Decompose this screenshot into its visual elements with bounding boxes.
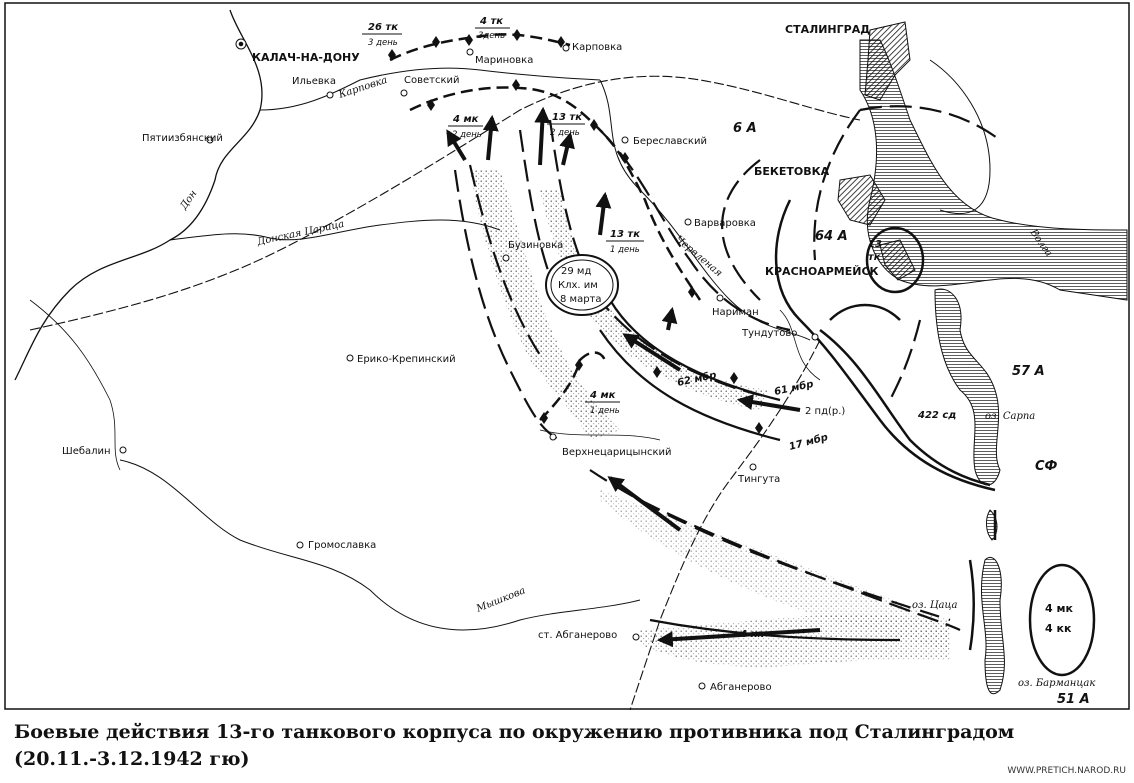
label-stalingrad: СТАЛИНГРАД [785,23,870,36]
tank-routes [389,33,702,421]
unit-tk26: 26 тк 3 день [362,22,402,48]
mk4a-top: 4 мк [452,114,479,125]
tk13a-bot: 2 день [550,128,580,138]
route-diamonds [388,29,763,434]
label-barmantsak: оз. Барманцак [1018,678,1095,689]
label-pyatiizbyansky: Пятиизбянский [142,133,223,144]
label-6a: 6 А [733,121,757,136]
label-ilyevka: Ильевка [292,76,336,87]
label-61mbr: 61 мбр [773,378,814,398]
label-422sd: 422 сд [917,410,956,421]
label-13tk-city-top: 13 [868,239,882,250]
don-river [14,9,263,381]
lakes [934,288,1005,695]
label-51a: 51 А [1057,692,1090,707]
operation-map: 29 мд Клх. им 8 марта 4 мк 4 кк СТАЛИНГР… [4,2,1130,711]
karpovka-river [259,67,601,111]
railway-1 [29,75,861,331]
tk13a-top: 13 тк [552,112,582,123]
map-caption: Боевые действия 13-го танкового корпуса … [14,719,1114,773]
label-karpovka: Карповка [572,42,622,53]
encircled-oval: 4 мк 4 кк [1028,563,1096,677]
tk26-top: 26 тк [368,22,398,33]
label-gromoslav: Громославка [308,540,376,551]
stream-1 [29,299,121,471]
label-verkhnetsaritsynsky: Верхнецарицынский [562,447,672,458]
donskaya-tsaritsa-river [169,219,501,241]
label-karpovka-river: Карповка [337,75,389,101]
md29-label-3: 8 марта [560,294,602,305]
unit-mk4a: 4 мк 2 день [448,114,483,140]
unit-mk4b: 4 мк 1 день [585,390,620,416]
label-17mbr: 17 мбр [788,431,829,453]
mk4b-bot: 1 день [590,406,620,416]
label-bereslavsky: Береславский [633,136,707,147]
caption-line-2: (20.11.-3.12.1942 гю) [14,748,250,770]
unit-tk13a: 13 тк 2 день [547,112,585,138]
label-krasnoarmeysk: КРАСНОАРМЕЙСК [765,265,879,278]
md29-label-2: Клх. им [558,280,598,291]
label-sovetsky: Советский [404,75,460,86]
label-13tk-city-bot: тк [868,252,881,263]
tk13-city-circle [865,226,925,294]
tk26-bot: 3 день [368,38,398,48]
label-sf: СФ [1035,459,1058,474]
enc-label-2: 4 кк [1045,622,1072,635]
map-frame [4,2,1130,710]
mk4b-top: 4 мк [589,390,616,401]
stalingrad-city [864,21,911,101]
label-abganerovo: Абганерово [710,682,772,693]
watermark: WWW.PRETICH.NAROD.RU [1007,766,1126,776]
attack-corridors [470,170,950,667]
label-57a: 57 А [1012,364,1045,379]
label-buzinovka: Бузиновка [508,240,563,251]
label-4kk: 4 кк [739,629,764,640]
beketovka-city [837,174,916,281]
label-eriko: Ерико-Крепинский [357,354,456,365]
label-st-abganerovo: ст. Абганерово [538,630,617,641]
label-kalach: КАЛАЧ-НА-ДОНУ [252,51,360,64]
label-marinovka: Мариновка [475,55,533,66]
place-labels: СТАЛИНГРАД КАЛАЧ-НА-ДОНУ БЕКЕТОВКА КРАСН… [62,23,879,693]
label-sarpa: оз. Сарпа [985,411,1035,422]
stream-3 [779,309,821,381]
label-shebalin: Шебалин [62,446,111,457]
label-64a: 64 А [815,229,848,244]
chervlenaya-river [599,79,811,341]
label-tinguta: Тингута [737,474,780,485]
md29-label-1: 29 мд [561,266,591,277]
soviet-lines [774,199,997,651]
army-labels: 6 А 64 А 57 А 51 А СФ 422 сд 13 тк [733,121,1090,707]
unit-tk13b: 13 тк 1 день [606,229,644,255]
tk4-top: 4 тк [479,16,503,27]
myshkova-river [119,459,641,631]
label-tsatsa: оз. Цаца [912,600,957,611]
enc-label-1: 4 мк [1045,602,1073,615]
md29-pocket: 29 мд Клх. им 8 марта [545,254,619,316]
advance-arrows [446,106,821,648]
mk4a-bot: 2 день [452,130,482,140]
label-don: Дон [178,188,199,212]
label-nariman: Нариман [712,307,759,318]
settlement-markers [119,38,819,690]
label-tundutovo: Тундутово [741,328,797,339]
label-beketovka: БЕКЕТОВКА [754,165,830,178]
tk4-bot: 3день [478,31,505,41]
label-2pd: 2 пд(р.) [805,406,845,417]
caption-line-1: Боевые действия 13-го танкового корпуса … [14,721,1015,743]
label-myshkova: Мышкова [474,585,527,615]
label-varvarovka: Варваровка [694,218,756,229]
unit-tk4: 4 тк 3день [475,16,510,41]
tk13b-top: 13 тк [610,229,640,240]
tk13b-bot: 1 день [610,245,640,255]
soviet-advance-arcs [589,299,951,642]
